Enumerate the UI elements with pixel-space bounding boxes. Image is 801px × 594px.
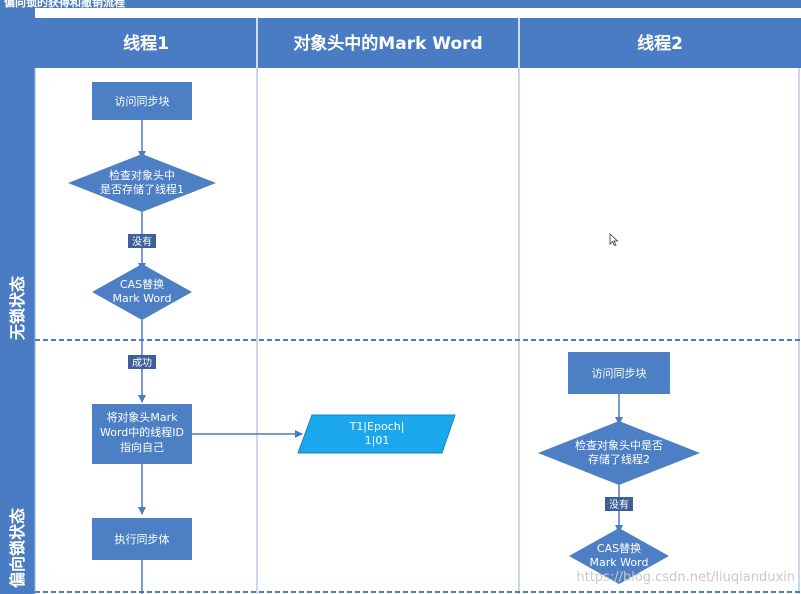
t1-set-label-3: 指向自己 <box>120 440 164 454</box>
t1-no-tag <box>128 234 156 248</box>
column-header-thread1: 线程1 <box>123 33 169 54</box>
lane-label-biased: 偏向锁状态 <box>8 508 27 588</box>
t2-no-tag <box>605 497 633 511</box>
t2-cas-label-2: Mark Word <box>590 556 649 569</box>
t1-access-label: 访问同步块 <box>115 95 170 108</box>
top-title-strip <box>0 0 801 8</box>
t1-set-label-1: 将对象头Mark <box>106 410 178 424</box>
t2-no-label: 没有 <box>609 498 629 511</box>
t1-check-label-2: 是否存储了线程1 <box>100 182 184 196</box>
column-header-markword: 对象头中的Mark Word <box>293 33 482 54</box>
column-header-thread2: 线程2 <box>637 33 683 54</box>
t2-cas-label-1: CAS替换 <box>597 541 641 555</box>
t1-no-label: 没有 <box>132 235 152 248</box>
t1-execute-sync-body <box>92 518 192 560</box>
t2-cas-decision <box>569 528 669 584</box>
markword-label-1: T1|Epoch| <box>349 420 405 433</box>
t1-set-label-2: Word中的线程ID <box>100 425 184 439</box>
lane-band <box>0 8 35 594</box>
markword-label-2: 1|01 <box>365 434 390 447</box>
t1-success-tag <box>128 355 156 369</box>
t1-set-thread-id <box>92 404 192 464</box>
header-row <box>35 18 801 68</box>
t1-cas-label-2: Mark Word <box>113 292 172 305</box>
mouse-cursor-icon <box>609 233 619 246</box>
t1-cas-decision <box>92 264 192 320</box>
t2-check-label-1: 检查对象头中是否 <box>575 438 663 452</box>
markword-value-shape <box>297 414 456 454</box>
t2-access-sync-block <box>568 352 670 394</box>
watermark: https://blog.csdn.net/liuqianduxin <box>576 570 795 585</box>
top-title: 偏向锁的获得和撤销流程 <box>4 0 125 9</box>
t2-check-label-2: 存储了线程2 <box>588 452 650 466</box>
t2-access-label: 访问同步块 <box>592 367 647 380</box>
t2-check-decision <box>538 421 700 485</box>
t1-check-decision <box>68 154 216 212</box>
t1-access-sync-block <box>92 82 192 120</box>
t1-success-label: 成功 <box>132 357 152 369</box>
t1-check-label-1: 检查对象头中 <box>109 168 175 182</box>
lane-label-unlocked: 无锁状态 <box>8 276 27 341</box>
t1-cas-label-1: CAS替换 <box>120 277 164 291</box>
t1-execute-label: 执行同步体 <box>115 532 170 546</box>
